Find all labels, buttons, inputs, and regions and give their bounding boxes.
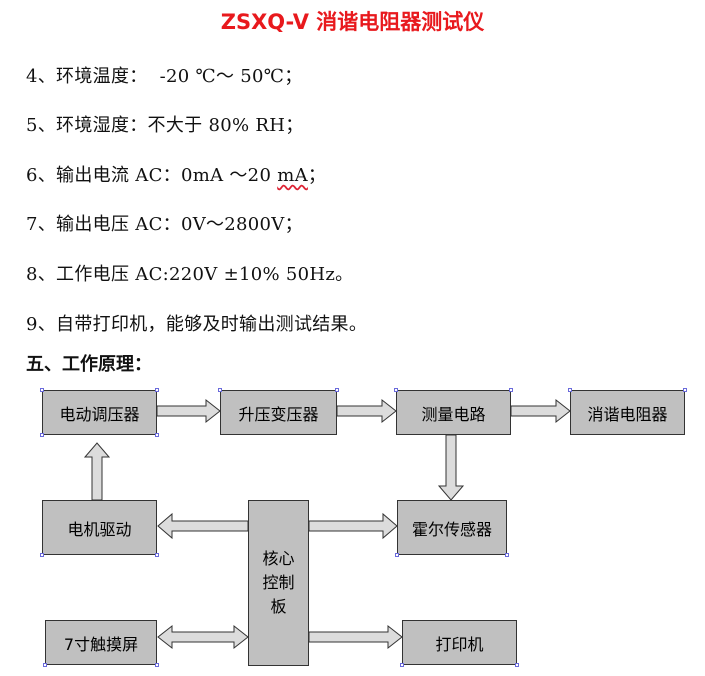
arrow-transformer-to-measurement — [336, 398, 397, 424]
block-core-control-board: 核心 控制 板 — [248, 500, 309, 666]
spec-line-output-current: 6、输出电流 AC：0mA ～20 mA； — [26, 161, 326, 187]
block-measurement-circuit: 测量电路 — [396, 390, 511, 435]
arrow-regulator-to-transformer — [156, 398, 221, 424]
selection-handle — [43, 663, 47, 667]
arrow-drive-to-regulator — [83, 442, 111, 501]
spec-output-current-end: ； — [307, 165, 327, 186]
arrow-measurement-to-resistor — [510, 398, 571, 424]
selection-handle — [40, 388, 44, 392]
block-printer: 打印机 — [402, 620, 517, 665]
spec-line-ambient-humidity: 5、环境湿度：不大于 80% RH； — [26, 115, 304, 136]
arrow-core-to-hall — [308, 512, 398, 540]
selection-handle — [155, 663, 159, 667]
section-heading: 五、工作原理： — [26, 354, 152, 375]
core-board-line-3: 板 — [270, 597, 287, 616]
selection-handle — [335, 388, 339, 392]
block-hall-sensor: 霍尔传感器 — [397, 500, 507, 555]
selection-handle — [155, 433, 159, 437]
selection-handle — [395, 553, 399, 557]
spec-line-ambient-temperature: 4、环境温度： -20 ℃～ 50℃； — [26, 66, 303, 87]
selection-handle — [509, 388, 513, 392]
selection-handle — [155, 388, 159, 392]
block-resistor: 消谐电阻器 — [570, 390, 685, 435]
selection-handle — [40, 553, 44, 557]
spec-line-working-voltage: 8、工作电压 AC:220V ±10% 50Hz。 — [26, 264, 354, 285]
selection-handle — [515, 663, 519, 667]
core-board-line-1: 核心 — [262, 549, 295, 568]
selection-handle — [40, 433, 44, 437]
selection-handle — [683, 388, 687, 392]
selection-handle — [394, 388, 398, 392]
block-motor-drive: 电机驱动 — [42, 500, 157, 555]
selection-handle — [218, 388, 222, 392]
core-board-line-2: 控制 — [262, 573, 295, 592]
selection-handle — [505, 553, 509, 557]
arrow-core-to-drive — [157, 512, 249, 540]
arrow-touchscreen-core — [157, 624, 249, 650]
spec-line-printer: 9、自带打印机，能够及时输出测试结果。 — [26, 314, 368, 335]
spec-output-current-unit: mA — [277, 165, 308, 186]
spec-output-current-main: 6、输出电流 AC：0mA ～20 — [26, 165, 278, 186]
selection-handle — [155, 553, 159, 557]
arrow-measurement-to-hall — [437, 434, 465, 501]
block-touchscreen: 7寸触摸屏 — [45, 620, 157, 665]
document-title: ZSXQ-V 消谐电阻器测试仪 — [220, 10, 485, 34]
arrow-core-to-printer — [308, 624, 403, 650]
selection-handle — [400, 663, 404, 667]
block-step-up-transformer: 升压变压器 — [220, 390, 337, 435]
block-motor-regulator: 电动调压器 — [42, 390, 157, 435]
selection-handle — [568, 388, 572, 392]
spec-line-output-voltage: 7、输出电压 AC：0V～2800V； — [26, 214, 303, 235]
